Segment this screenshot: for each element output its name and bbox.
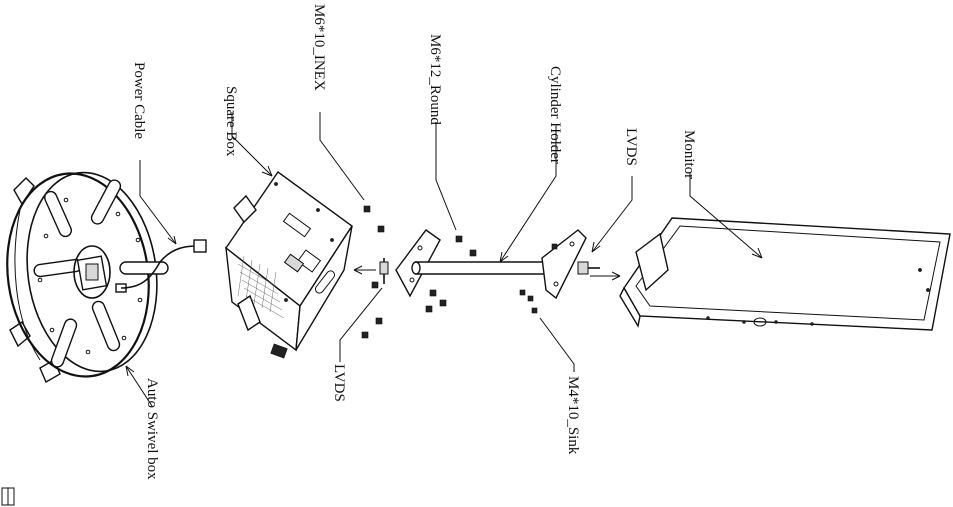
base-screw-holes (37, 197, 143, 355)
square-box-label: Square Box (223, 86, 239, 157)
vent-grid (237, 255, 285, 319)
square-box-drawing (225, 171, 353, 359)
lvds-connector-lower (379, 261, 389, 275)
cylinder-holder-drawing (395, 229, 587, 300)
m4-10-sink-screws (519, 243, 558, 314)
m6-10-inex-label: M6*10_INEX (311, 4, 327, 91)
m6-10-inex-screws (361, 205, 385, 339)
power-cable-line (120, 245, 197, 289)
m4-10-sink-label: M4*10_Sink (565, 376, 581, 455)
monitor-label: Monitor (681, 130, 697, 179)
power-cable-plug (193, 239, 207, 253)
m6-12-round-label: M6*12_Round (427, 34, 443, 125)
cylinder-holder-label: Cylinder Holder (547, 66, 563, 164)
auto-swivel-box-label: Auto Swivel box (144, 378, 160, 480)
power-cable-label: Power Cable (131, 62, 147, 139)
title-block-fragment (1, 487, 15, 506)
leader-lines (125, 112, 763, 407)
m6-12-round-screws (425, 235, 477, 313)
lvds-connector-upper (577, 261, 589, 275)
auto-swivel-box-drawing (6, 171, 169, 383)
lvds-bottom-label: LVDS (331, 364, 347, 402)
lvds-top-label: LVDS (623, 128, 639, 166)
assembly-arrows (353, 265, 621, 281)
monitor-drawing (619, 217, 951, 331)
